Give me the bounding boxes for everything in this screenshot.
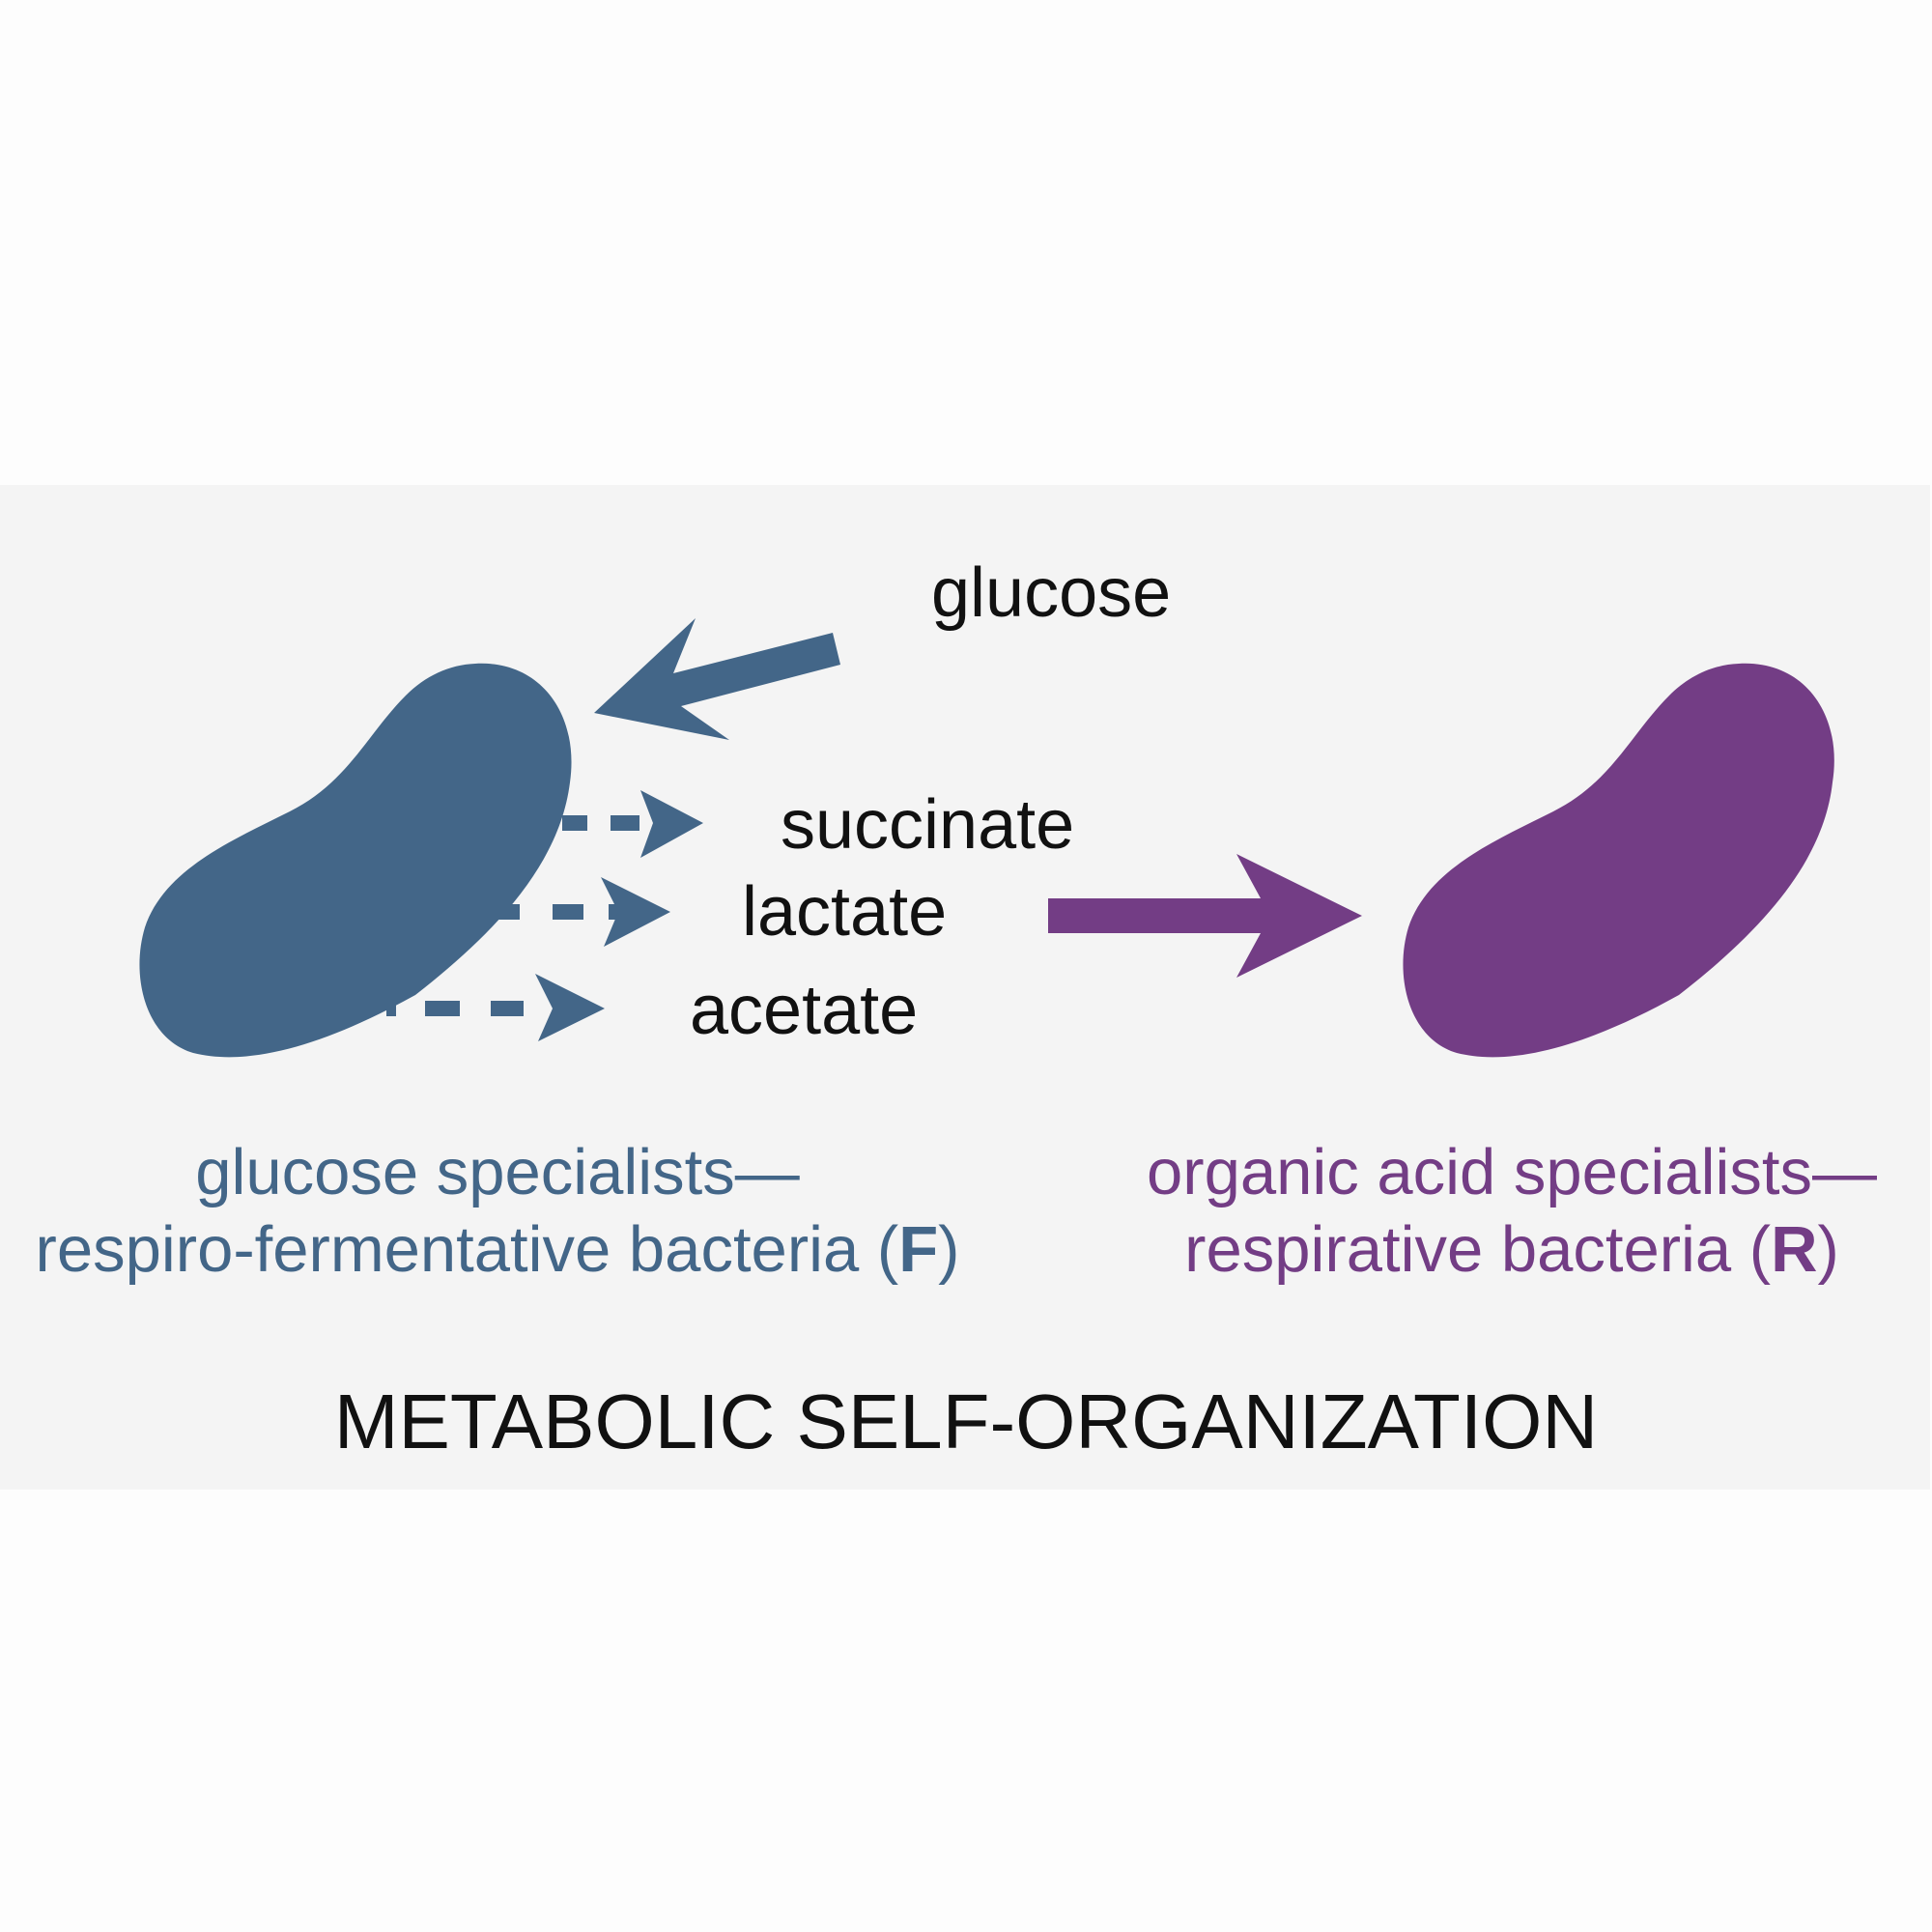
glucose-uptake-arrow: [594, 618, 840, 740]
glucose-specialists-caption: glucose specialists— respiro-fermentativ…: [0, 1134, 995, 1289]
acetate-secretion-arrow: [386, 974, 605, 1041]
glucose-specialists-close-paren: ): [938, 1213, 960, 1286]
acid-specialists-code: R: [1771, 1213, 1818, 1286]
acetate-label: acetate: [690, 972, 919, 1049]
acid-specialist-bacterium-icon: [1403, 663, 1834, 1058]
glucose-specialists-description: respiro-fermentative bacteria (: [35, 1213, 899, 1286]
glucose-label: glucose: [931, 554, 1172, 632]
glucose-specialists-caption-line1: glucose specialists—: [195, 1136, 800, 1208]
acid-specialists-close-paren: ): [1817, 1213, 1839, 1286]
glucose-specialists-caption-line2: respiro-fermentative bacteria (F): [0, 1211, 995, 1289]
diagram-title: METABOLIC SELF-ORGANIZATION: [333, 1378, 1599, 1464]
succinate-secretion-arrow: [562, 790, 703, 858]
acid-specialists-caption-line2: respirative bacteria (R): [1111, 1211, 1913, 1289]
glucose-specialists-code: F: [898, 1213, 939, 1286]
organic-acid-transfer-arrow: [1048, 854, 1362, 978]
acid-specialists-caption-line1: organic acid specialists—: [1147, 1136, 1877, 1208]
lactate-secretion-arrow: [491, 877, 670, 947]
acid-specialists-caption: organic acid specialists— respirative ba…: [1111, 1134, 1913, 1289]
lactate-label: lactate: [742, 873, 948, 951]
succinate-label: succinate: [781, 786, 1075, 864]
acid-specialists-description: respirative bacteria (: [1184, 1213, 1772, 1286]
glucose-specialist-bacterium-icon: [139, 663, 572, 1058]
